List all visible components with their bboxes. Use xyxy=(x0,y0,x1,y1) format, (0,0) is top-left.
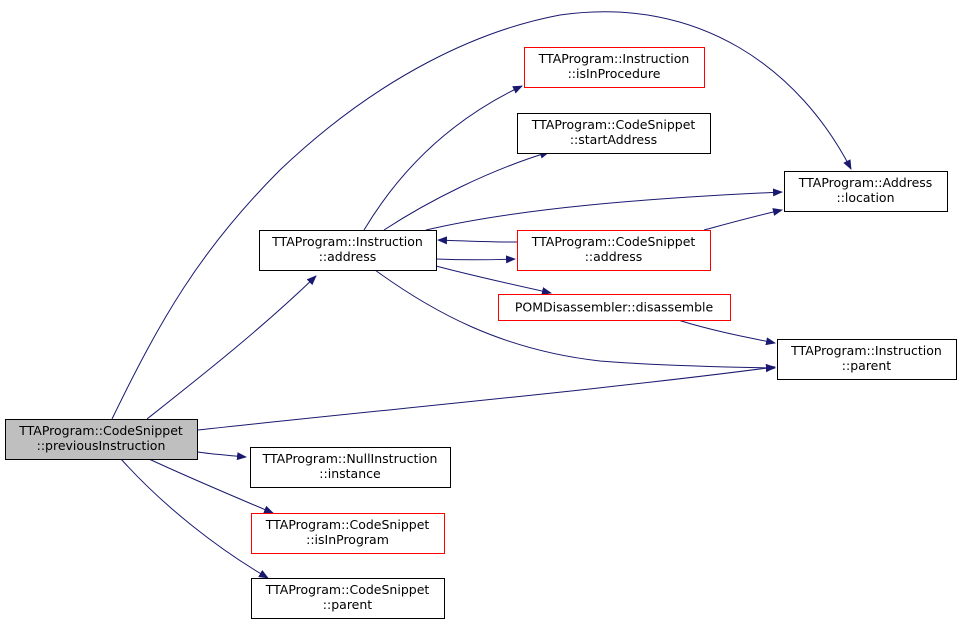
node-label-1: TTAProgram::CodeSnippet xyxy=(265,517,430,532)
node-label-2: ::address xyxy=(319,249,377,264)
node-instr_address[interactable]: TTAProgram::Instruction::address xyxy=(259,230,437,271)
node-box xyxy=(259,230,437,271)
node-box xyxy=(251,578,445,619)
node-root[interactable]: TTAProgram::CodeSnippet::previousInstruc… xyxy=(5,419,198,460)
node-box xyxy=(250,447,451,488)
edge-root-to-isInProgram xyxy=(148,458,274,514)
node-label-2: ::location xyxy=(836,190,894,205)
node-box xyxy=(5,419,198,460)
edge-instr_address-to-isInProcedure xyxy=(363,85,523,231)
node-label-2: ::parent xyxy=(323,597,372,612)
edge-root-to-null_instance xyxy=(197,451,247,461)
node-box xyxy=(777,339,957,380)
node-label-1: POMDisassembler::disassemble xyxy=(515,300,714,315)
node-label-1: TTAProgram::Instruction xyxy=(790,343,942,358)
node-box xyxy=(498,294,731,321)
node-label-2: ::parent xyxy=(842,358,891,373)
node-cs_address[interactable]: TTAProgram::CodeSnippet::address xyxy=(517,230,711,271)
node-null_instance[interactable]: TTAProgram::NullInstruction::instance xyxy=(250,447,451,488)
node-label-1: TTAProgram::Instruction xyxy=(538,51,690,66)
edge-root-to-cs_parent xyxy=(120,458,269,579)
node-label-1: TTAProgram::CodeSnippet xyxy=(531,234,696,249)
node-instr_parent[interactable]: TTAProgram::Instruction::parent xyxy=(777,339,957,380)
node-label-2: ::startAddress xyxy=(570,132,657,147)
node-label-2: ::isInProcedure xyxy=(568,66,661,81)
edge-instr_address-to-addr_location xyxy=(425,188,783,231)
node-label-1: TTAProgram::CodeSnippet xyxy=(18,423,183,438)
node-label-2: ::previousInstruction xyxy=(37,438,166,453)
edge-root-to-instr_parent xyxy=(197,364,776,431)
edge-disassemble-to-instr_parent xyxy=(677,319,776,346)
node-box xyxy=(784,171,948,212)
node-label-2: ::instance xyxy=(319,466,381,481)
edge-instr_address-to-cs_address xyxy=(435,255,516,264)
edge-instr_address-to-disassemble xyxy=(435,265,552,295)
node-label-2: ::isInProgram xyxy=(306,532,389,547)
node-label-1: TTAProgram::Instruction xyxy=(271,234,423,249)
edge-root-to-instr_address xyxy=(146,275,317,420)
node-box xyxy=(524,47,705,88)
nodes-layer: TTAProgram::CodeSnippet::previousInstruc… xyxy=(5,47,957,619)
node-box xyxy=(251,513,445,554)
edge-cs_address-to-instr_address xyxy=(437,236,518,245)
node-label-2: ::address xyxy=(585,249,643,264)
node-disassemble[interactable]: POMDisassembler::disassemble xyxy=(498,294,731,321)
node-label-1: TTAProgram::NullInstruction xyxy=(262,451,438,466)
node-startAddress[interactable]: TTAProgram::CodeSnippet::startAddress xyxy=(517,113,711,154)
node-label-1: TTAProgram::Address xyxy=(798,175,933,190)
node-box xyxy=(517,230,711,271)
node-isInProcedure[interactable]: TTAProgram::Instruction::isInProcedure xyxy=(524,47,705,88)
node-label-1: TTAProgram::CodeSnippet xyxy=(531,117,696,132)
node-addr_location[interactable]: TTAProgram::Address::location xyxy=(784,171,948,212)
edge-instr_address-to-instr_parent xyxy=(374,269,776,372)
node-isInProgram[interactable]: TTAProgram::CodeSnippet::isInProgram xyxy=(251,513,445,554)
edge-root-to-addr_location xyxy=(111,11,852,420)
node-box xyxy=(517,113,711,154)
node-cs_parent[interactable]: TTAProgram::CodeSnippet::parent xyxy=(251,578,445,619)
edge-instr_address-to-startAddress xyxy=(383,150,550,231)
edges-layer xyxy=(111,11,852,579)
node-label-1: TTAProgram::CodeSnippet xyxy=(265,582,430,597)
edge-cs_address-to-addr_location xyxy=(703,208,783,231)
